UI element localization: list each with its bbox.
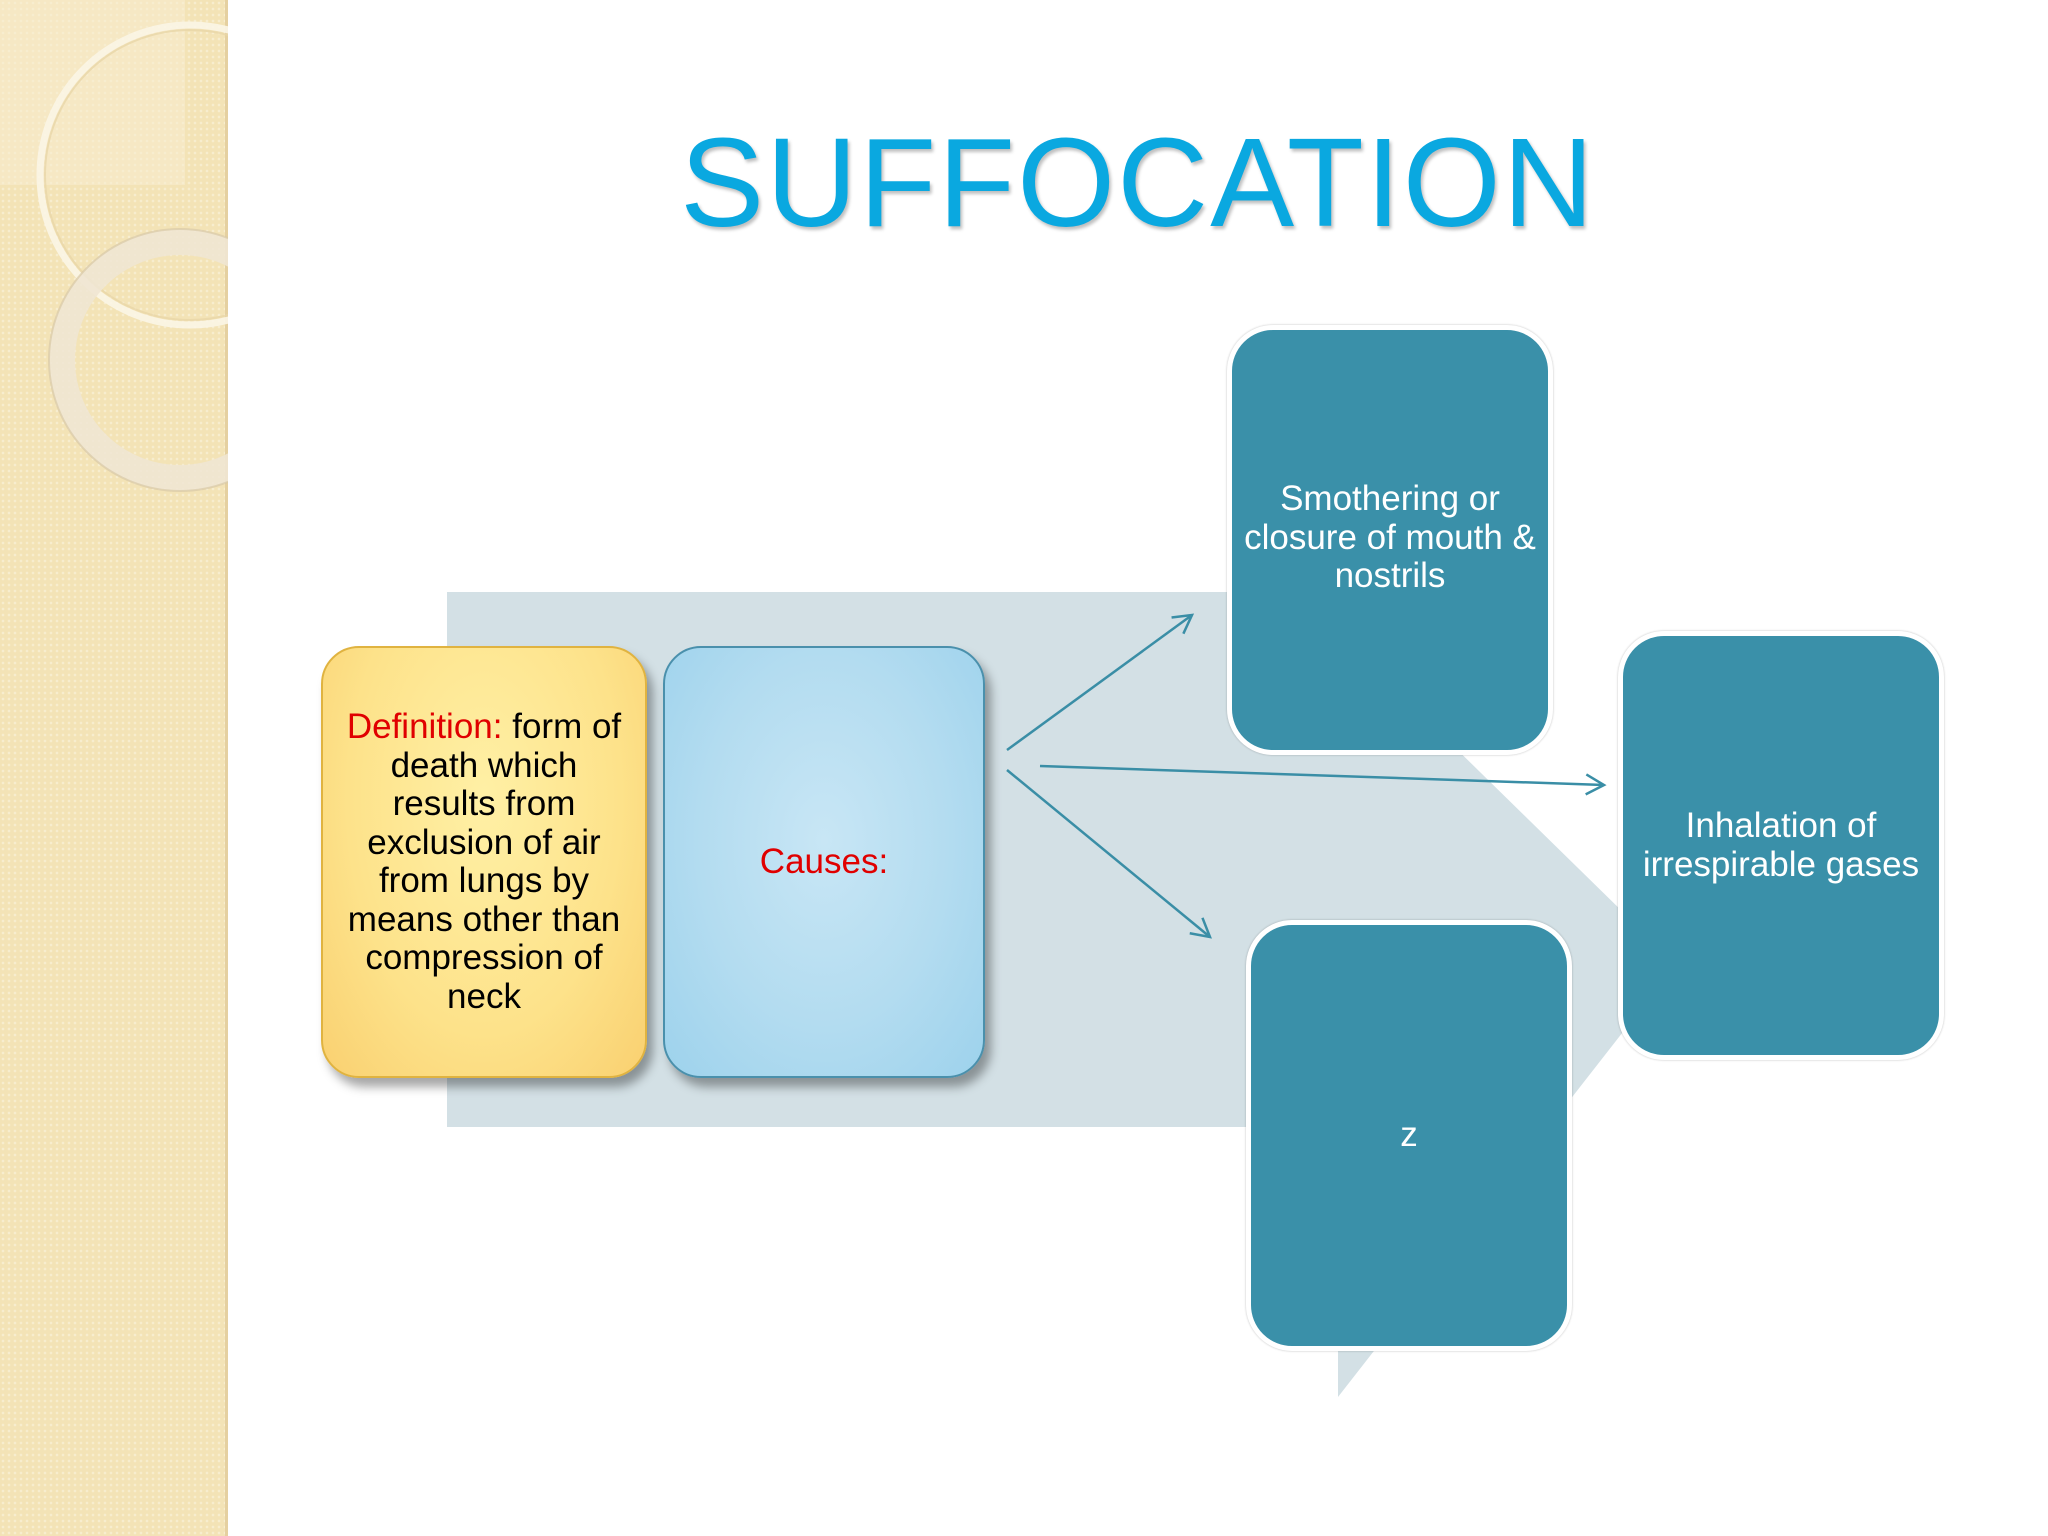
decorative-sidebar	[0, 0, 228, 1536]
node-z: z	[1246, 920, 1572, 1351]
slide-title: SUFFOCATION	[680, 112, 1596, 253]
definition-text: Definition: form of death which results …	[343, 707, 625, 1016]
definition-label: Definition:	[346, 707, 503, 746]
causes-label: Causes:	[759, 841, 889, 881]
node-inhalation: Inhalation of irrespirable gases	[1618, 631, 1944, 1060]
node-z-label: z	[1400, 1115, 1418, 1155]
causes-box: Causes:	[663, 646, 985, 1078]
decorative-rings	[0, 0, 228, 492]
connector-arrow-to-z	[1006, 769, 1212, 939]
node-inhalation-label: Inhalation of irrespirable gases	[1642, 806, 1920, 884]
connector-arrow-to-smothering	[1006, 613, 1195, 752]
definition-body: form of death which results from exclusi…	[347, 707, 622, 1016]
definition-box: Definition: form of death which results …	[321, 646, 647, 1078]
node-smothering-label: Smothering or closure of mouth & nostril…	[1244, 479, 1536, 595]
connector-arrow-to-inhalation	[1039, 764, 1607, 796]
node-smothering: Smothering or closure of mouth & nostril…	[1227, 325, 1553, 755]
